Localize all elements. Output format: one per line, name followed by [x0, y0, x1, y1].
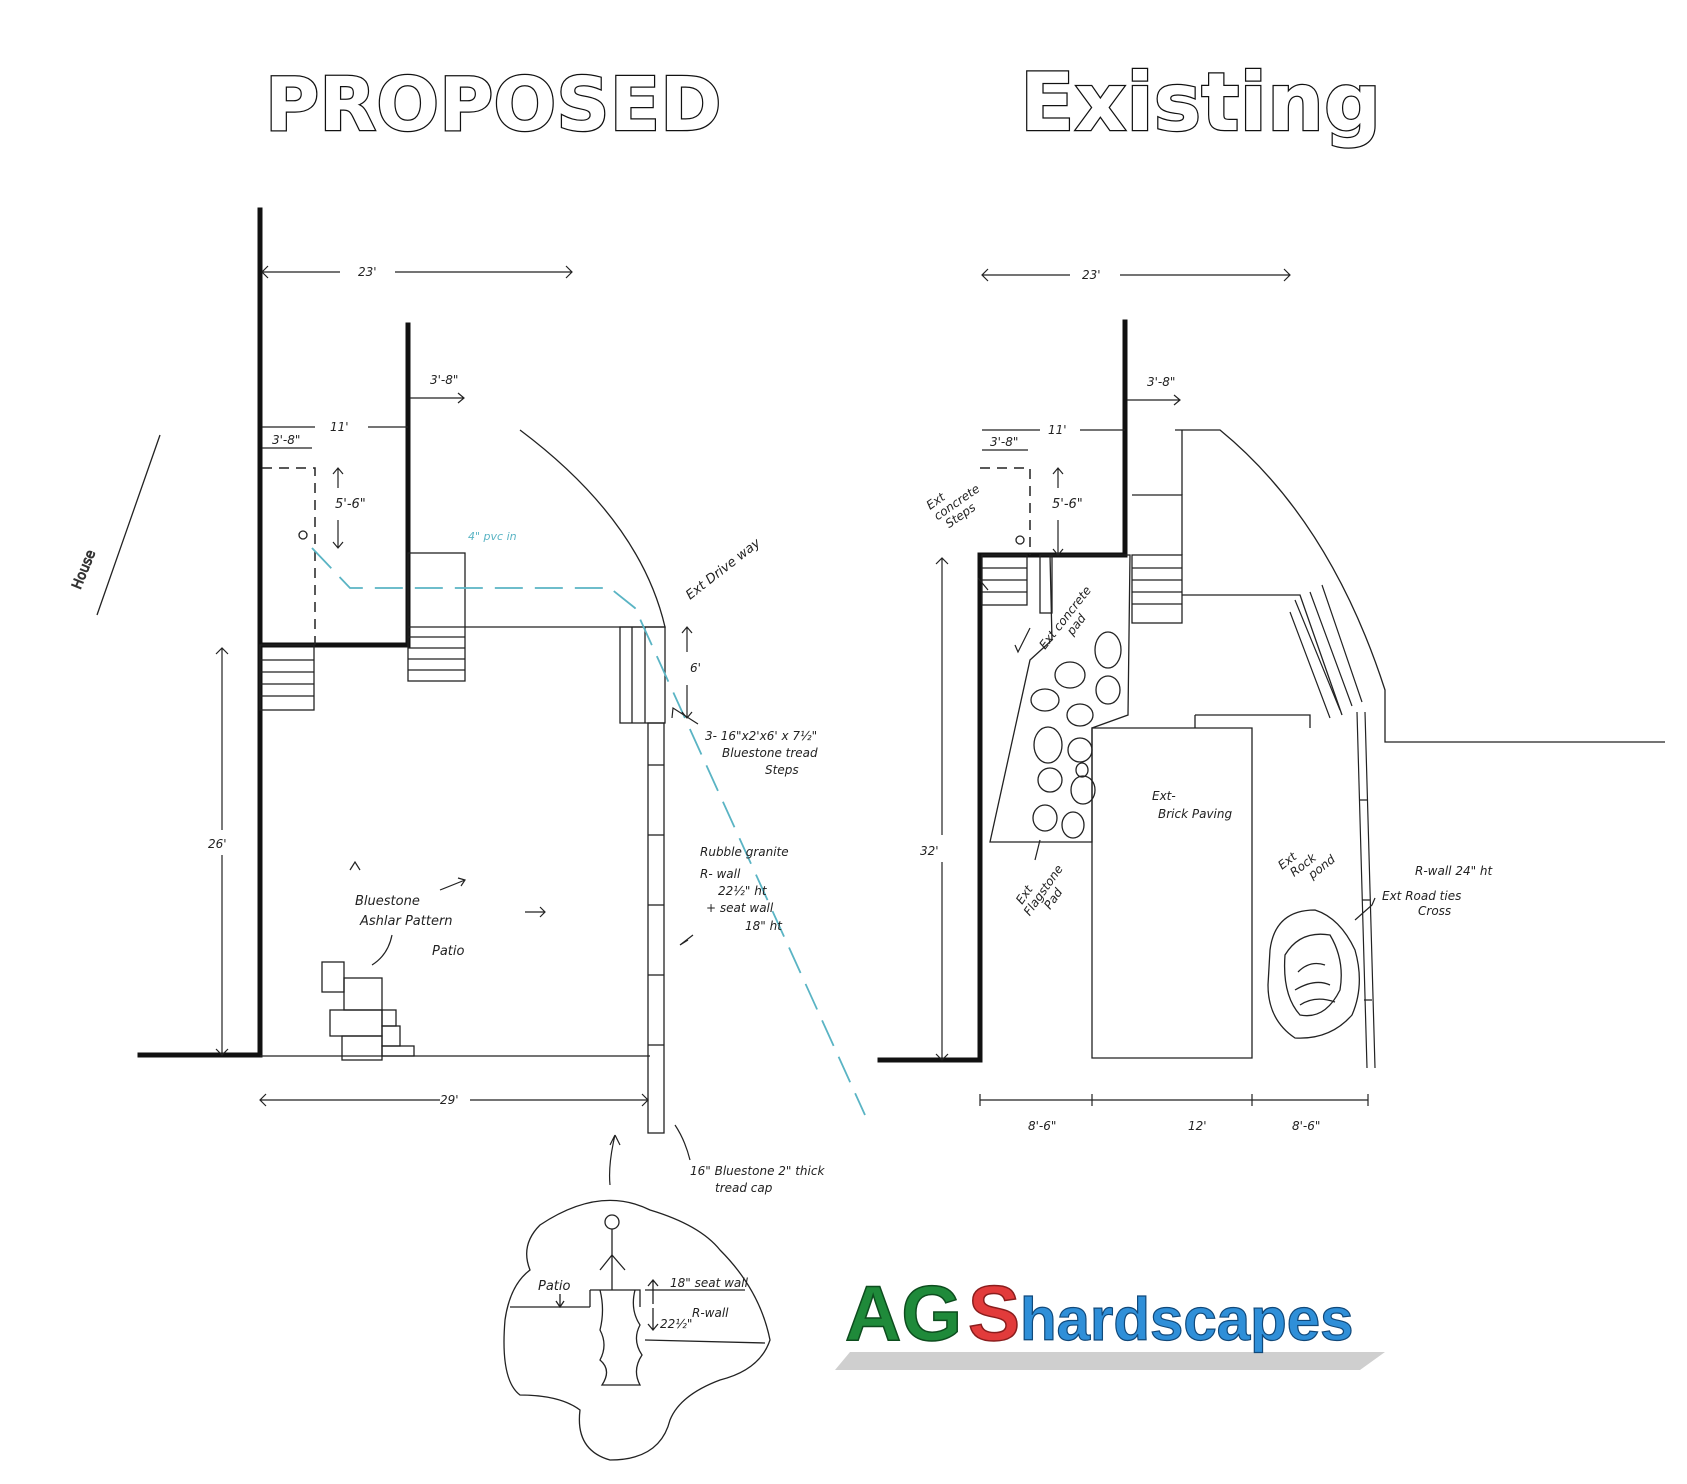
existing-concrete-pad-label: Ext concrete pad	[1036, 584, 1094, 652]
svg-text:tread cap: tread cap	[715, 1181, 773, 1195]
existing-upper-outline	[1132, 494, 1183, 555]
lower-stair-treads	[260, 659, 314, 697]
brick-upper-line	[1182, 594, 1343, 716]
existing-house-wall	[877, 319, 1128, 1063]
road-ties	[1289, 584, 1376, 1069]
rock-pond	[1267, 909, 1360, 1039]
bluestone-steps	[619, 626, 666, 724]
detail-seat-wall-label: 18" seat wall	[670, 1276, 749, 1290]
upper-stair-treads	[408, 626, 465, 671]
svg-text:Cross: Cross	[1418, 904, 1451, 918]
existing-dim-left-offset: 11'	[1048, 423, 1067, 437]
svg-text:+ seat wall: + seat wall	[706, 901, 774, 915]
driveway-label: Ext Drive way	[683, 536, 764, 604]
patio-note: Bluestone Ashlar Pattern Patio	[355, 894, 465, 959]
logo-text-hardscapes: hardscapes	[1020, 1286, 1354, 1353]
flagstones	[1030, 631, 1122, 839]
existing-title: Existing	[1020, 56, 1381, 149]
dim-door-width: 3'-8"	[272, 433, 300, 447]
flagstone-pad-outline	[989, 554, 1131, 843]
svg-text:3- 16"x2'x6' x 7½": 3- 16"x2'x6' x 7½"	[705, 729, 817, 743]
existing-brick-paving-label: Ext- Brick Paving	[1152, 789, 1232, 821]
detail-patio-label: Patio	[538, 1279, 571, 1294]
existing-dimension-lines	[935, 268, 1376, 1106]
patio-arrows	[349, 860, 691, 1186]
logo-text-ag: AG	[845, 1269, 962, 1357]
existing-dim-stair-width: 3'-8"	[1147, 375, 1175, 389]
existing-plan: 23' 11' 3'-8" 3'-8" 5'-6" 32' 8'-6" 12' …	[877, 268, 1665, 1133]
dim-height: 26'	[208, 837, 227, 851]
detail-r-wall-label: R-wall	[692, 1306, 729, 1320]
svg-text:R-wall 24" ht: R-wall 24" ht	[1415, 864, 1494, 878]
house-wall	[137, 207, 263, 1058]
door-knob	[298, 530, 308, 540]
pvc-line	[311, 547, 866, 1116]
svg-text:Rubble granite: Rubble granite	[700, 845, 789, 859]
existing-dim-seg2: 12'	[1188, 1119, 1207, 1133]
svg-text:Bluestone tread: Bluestone tread	[722, 746, 818, 760]
svg-text:Ashlar Pattern: Ashlar Pattern	[359, 914, 453, 929]
svg-text:Steps: Steps	[765, 763, 799, 777]
company-logo: AG S hardscapes	[835, 1268, 1385, 1370]
existing-dim-seg3: 8'-6"	[1292, 1119, 1320, 1133]
existing-concrete-pad	[1039, 554, 1053, 614]
svg-text:R- wall: R- wall	[700, 867, 741, 881]
door-outline	[262, 467, 316, 645]
logo-text-s: S	[968, 1269, 1020, 1357]
existing-flagstone-pad-label: Ext Flagstone Pad	[1013, 862, 1066, 918]
brick-paving-top	[1194, 714, 1311, 728]
svg-text:18" ht: 18" ht	[745, 919, 783, 933]
existing-right-steps	[1131, 554, 1183, 624]
wall-note: Rubble granite R- wall 22½" ht + seat wa…	[700, 845, 789, 933]
proposed-dimension-lines	[215, 265, 699, 1107]
existing-dim-door-width: 3'-8"	[990, 435, 1018, 449]
existing-dim-door-depth: 5'-6"	[1052, 497, 1083, 512]
svg-text:Patio: Patio	[432, 944, 465, 959]
wall-section-detail	[510, 1214, 766, 1386]
svg-text:Bluestone: Bluestone	[355, 894, 420, 909]
upper-stairs	[407, 552, 466, 682]
svg-text:22½" ht: 22½" ht	[718, 884, 768, 898]
svg-text:Brick Paving: Brick Paving	[1158, 807, 1232, 821]
proposed-plan: House 4" pv	[69, 207, 866, 1461]
logo-shadow	[835, 1352, 1385, 1370]
existing-concrete-steps-label: Ext concrete Steps	[924, 481, 983, 530]
dim-top-width: 23'	[358, 265, 377, 279]
cap-note: 16" Bluestone 2" thick tread cap	[690, 1164, 825, 1195]
existing-door-knob	[1015, 535, 1025, 545]
svg-text:16" Bluestone 2" thick: 16" Bluestone 2" thick	[690, 1164, 825, 1178]
retaining-wall	[647, 722, 665, 1134]
existing-step-treads	[982, 567, 1027, 593]
existing-driveway-edge	[1175, 429, 1665, 743]
dim-stair-width: 3'-8"	[430, 373, 458, 387]
driveway-curve	[465, 429, 666, 628]
pvc-label: 4" pvc in	[468, 530, 517, 543]
dim-left-offset: 11'	[330, 420, 349, 434]
lower-stairs	[259, 644, 315, 711]
existing-rock-pond-label: Ext Rock pond	[1275, 849, 1338, 883]
brick-paving-outline	[1091, 727, 1253, 1059]
house-underline	[96, 434, 161, 616]
existing-r-wall-label: R-wall 24" ht Ext Road ties Cross	[1382, 864, 1494, 918]
dim-bottom-width: 29'	[440, 1093, 459, 1107]
svg-text:Ext Drive way: Ext Drive way	[683, 536, 764, 604]
detail-r-wall-height: 22½"	[660, 1317, 692, 1331]
wall-section-bubble	[503, 1199, 771, 1461]
house-label: House	[70, 548, 99, 591]
wall-segments	[648, 764, 664, 1046]
proposed-title: PROPOSED	[265, 62, 722, 148]
steps-note: 3- 16"x2'x6' x 7½" Bluestone tread Steps	[705, 729, 818, 777]
dim-step-rise: 6'	[690, 661, 701, 675]
ashlar-pattern	[321, 961, 415, 1061]
existing-dim-top-width: 23'	[1082, 268, 1101, 282]
dim-door-depth: 5'-6"	[335, 497, 366, 512]
svg-text:Ext-: Ext-	[1152, 789, 1176, 803]
existing-dim-height: 32'	[920, 844, 939, 858]
existing-right-step-treads	[1132, 567, 1182, 605]
existing-dim-seg1: 8'-6"	[1028, 1119, 1056, 1133]
svg-text:Ext Road ties: Ext Road ties	[1382, 889, 1461, 903]
existing-door-outline	[980, 467, 1031, 555]
